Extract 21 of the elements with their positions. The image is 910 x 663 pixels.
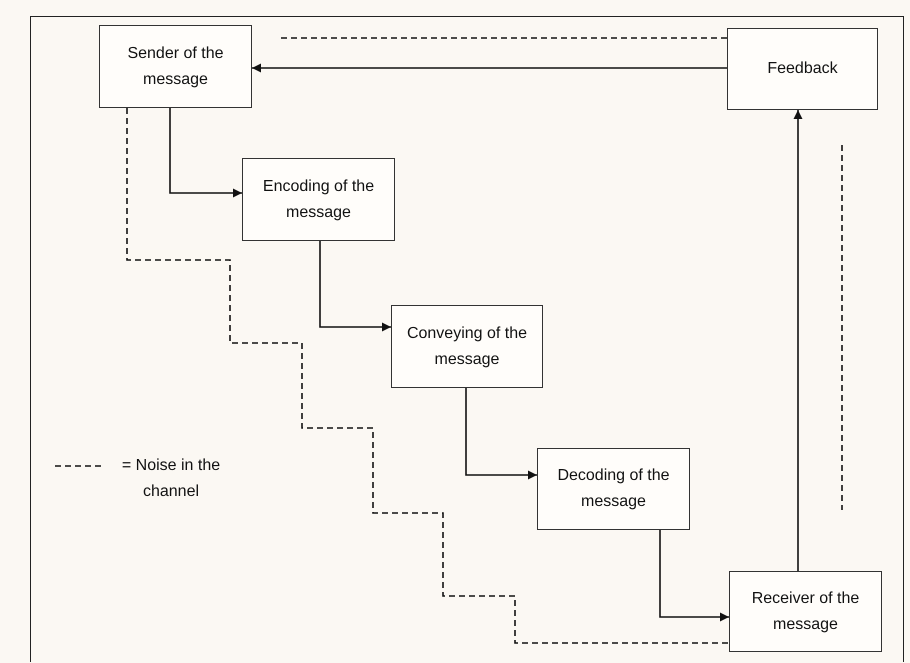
box-label: Conveying of the message — [406, 324, 528, 370]
process-box — [391, 305, 543, 388]
process-box — [537, 448, 690, 530]
arrow — [794, 110, 802, 571]
box-label: Encoding of the message — [262, 176, 376, 222]
box-label: Sender of the message — [126, 44, 225, 90]
process-box — [242, 158, 395, 241]
process-box — [727, 28, 878, 110]
arrow — [319, 241, 391, 332]
noise-line — [278, 37, 727, 39]
legend-label: = Noise in the channel — [120, 456, 222, 502]
process-box — [729, 571, 882, 652]
noise-line — [126, 108, 729, 644]
box-label: Receiver of the message — [750, 588, 860, 634]
process-box — [99, 25, 252, 108]
arrow — [252, 64, 727, 72]
box-label: Feedback — [767, 59, 838, 79]
box-label: Decoding of the message — [556, 466, 671, 512]
arrow — [659, 530, 729, 622]
arrow — [465, 388, 537, 480]
arrow — [169, 108, 242, 198]
